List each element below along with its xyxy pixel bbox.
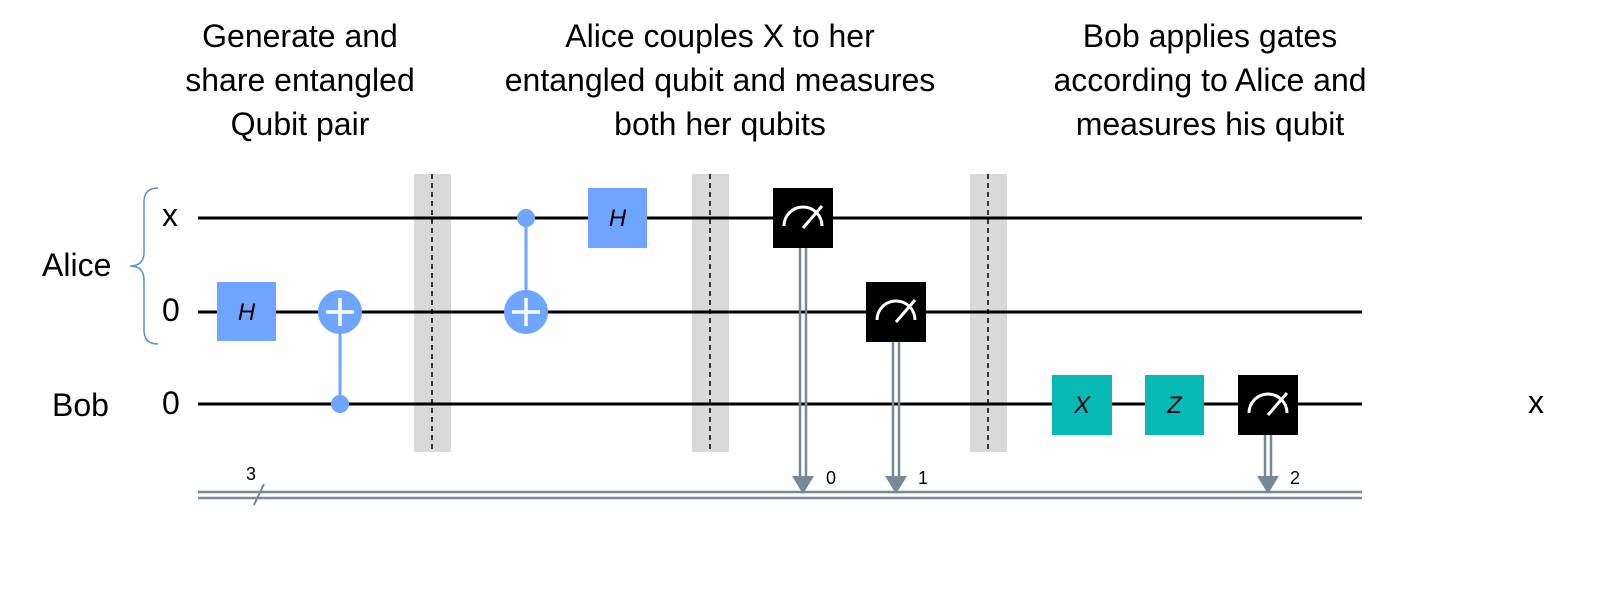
meter-needle bbox=[801, 205, 824, 229]
meter-icon bbox=[782, 205, 824, 227]
x-gate[interactable] bbox=[1052, 375, 1112, 435]
classical-bit-1: 1 bbox=[918, 468, 928, 488]
meter-needle bbox=[894, 299, 917, 323]
wire-label-q2: 0 bbox=[162, 385, 180, 421]
alice-label: Alice bbox=[42, 247, 112, 283]
classical-bit-2: 2 bbox=[1290, 468, 1300, 488]
caption-alice-measure: Alice couples X to her entangled qubit a… bbox=[504, 18, 936, 142]
alice-brace bbox=[129, 187, 159, 345]
x-gate-label: X bbox=[1073, 392, 1091, 419]
classical-width-slash bbox=[253, 483, 265, 506]
z-gate-label: Z bbox=[1166, 392, 1183, 419]
measure-q2[interactable] bbox=[1238, 375, 1298, 435]
measure-x[interactable] bbox=[773, 188, 833, 248]
h-gate-q1-label: H bbox=[238, 299, 256, 326]
caption-bob-apply: Bob applies gates according to Alice and… bbox=[1053, 18, 1367, 142]
measure-q2-arrow bbox=[1257, 476, 1279, 494]
classical-bit-0: 0 bbox=[826, 468, 836, 488]
caption-entangle: Generate and share entangled Qubit pair bbox=[185, 18, 415, 142]
meter-icon bbox=[1247, 392, 1289, 414]
measure-x-arrow bbox=[792, 476, 814, 494]
h-gate-x-label: H bbox=[609, 205, 627, 232]
z-gate[interactable] bbox=[1145, 375, 1204, 435]
bob-label: Bob bbox=[52, 387, 109, 423]
meter-needle bbox=[1266, 392, 1289, 416]
h-gate-q1[interactable] bbox=[217, 282, 276, 341]
h-gate-x[interactable] bbox=[588, 188, 647, 248]
cnot1-control-dot[interactable] bbox=[331, 395, 349, 413]
cnot2-control-dot[interactable] bbox=[517, 209, 535, 227]
wire-label-q1: 0 bbox=[162, 292, 180, 328]
stray-x-label: x bbox=[1528, 384, 1544, 420]
wire-label-x: x bbox=[162, 197, 178, 233]
classical-width-label: 3 bbox=[246, 464, 256, 484]
measure-q1[interactable] bbox=[866, 282, 926, 342]
measure-q1-arrow bbox=[885, 476, 907, 494]
meter-icon bbox=[875, 299, 917, 321]
